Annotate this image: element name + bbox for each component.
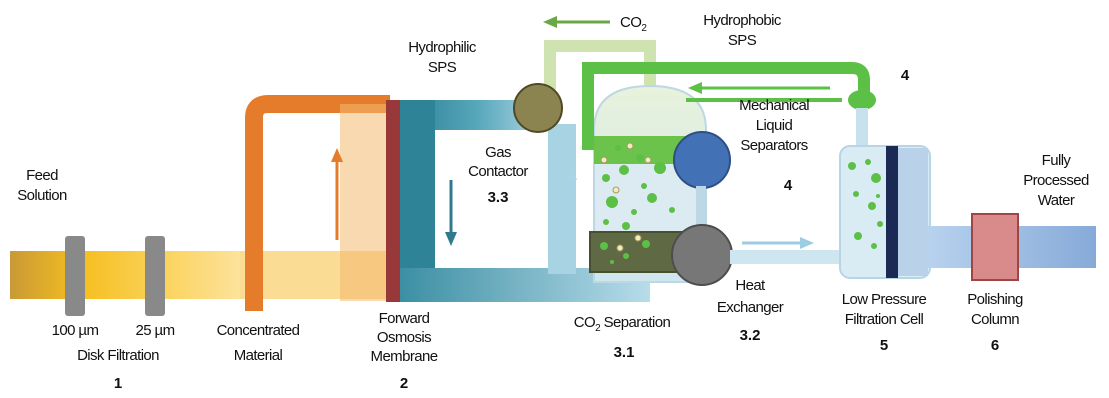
hydrophilic-sps-contactor — [513, 83, 563, 133]
forward-osmosis-label-3: Membrane — [371, 348, 438, 365]
top-separator-stem — [856, 108, 868, 150]
step-3-1-label: 3.1 — [614, 344, 635, 361]
forward-osmosis-membrane — [386, 100, 400, 302]
step-6-label: 6 — [991, 337, 999, 354]
concentrated-material-label-2: Material — [234, 347, 283, 364]
step-3-3-label: 3.3 — [488, 189, 509, 206]
co2-top-label: CO2 — [620, 14, 647, 34]
step-4-top-label: 4 — [901, 67, 910, 84]
mechanical-separators-label-1: Mechanical — [739, 97, 809, 114]
green-return-arrow-head — [688, 82, 702, 94]
disk-filtration-label: Disk Filtration — [77, 347, 159, 364]
heat-exchanger-label-1: Heat — [735, 277, 766, 294]
gas-contactor-label-1: Gas — [485, 144, 511, 161]
mechanical-liquid-separator — [673, 131, 731, 189]
hydrophilic-sps-label-2: SPS — [428, 59, 457, 76]
separator-stem — [696, 186, 706, 238]
concentrate-loop — [245, 95, 390, 300]
hydrophobic-sps-label-2: SPS — [728, 32, 757, 49]
feed-solution-label-1: Feed — [26, 167, 58, 184]
co2-separation-label: CO2 Separation — [574, 314, 671, 334]
filtration-bubbles — [848, 159, 883, 249]
low-pressure-label-2: Filtration Cell — [845, 311, 924, 328]
filter-100-label: 100 µm — [52, 322, 99, 339]
mechanical-separators-label-2: Liquid — [756, 117, 793, 134]
concentrated-material-label-1: Concentrated — [217, 322, 300, 339]
polishing-column-label-2: Column — [971, 311, 1019, 328]
polishing-column — [971, 213, 1019, 281]
step-3-2-label: 3.2 — [740, 327, 761, 344]
hydrophilic-sps-label-1: Hydrophilic — [408, 39, 477, 56]
low-pressure-label-1: Low Pressure — [842, 291, 927, 308]
filtration-membrane — [886, 146, 898, 278]
green-return-line — [686, 98, 842, 102]
forward-osmosis-label-2: Osmosis — [377, 329, 431, 346]
concentrate-arrow-head — [331, 148, 343, 162]
concentrate-loop-outlet — [245, 251, 263, 311]
disk-filter-25 — [145, 236, 165, 316]
step-2-label: 2 — [400, 375, 408, 392]
polishing-column-label-1: Polishing — [967, 291, 1023, 308]
hydrophobic-sps-pipe — [582, 62, 870, 150]
step-5-label: 5 — [880, 337, 888, 354]
fully-processed-label-3: Water — [1038, 192, 1075, 209]
gas-contactor-label-2: Contactor — [468, 163, 528, 180]
draw-arrow-head — [445, 232, 457, 246]
step-1-label: 1 — [114, 375, 122, 392]
fully-processed-label-1: Fully — [1042, 152, 1072, 169]
filtration-permeate-side — [898, 148, 928, 276]
disk-filter-100 — [65, 236, 85, 316]
co2-arrow-head — [543, 16, 557, 28]
heat-exchanger-pipe — [730, 250, 840, 264]
concentrate-shade — [340, 104, 390, 301]
return-arrow-head — [565, 166, 577, 180]
forward-osmosis-label-1: Forward — [379, 310, 430, 327]
hydrophobic-sps-label-1: Hydrophobic — [703, 12, 782, 29]
feed-solution-label-2: Solution — [17, 187, 67, 204]
tank-small-bubbles — [600, 142, 652, 252]
heat-exchanger-label-2: Exchanger — [717, 299, 784, 316]
feed-pipe — [10, 251, 250, 299]
heat-exchanger — [671, 224, 733, 286]
fully-processed-label-2: Processed — [1023, 172, 1089, 189]
mechanical-separators-label-3: Separators — [740, 137, 807, 154]
step-4-mid-label: 4 — [784, 177, 793, 194]
top-green-separator — [848, 90, 876, 110]
tank-bubbles — [600, 145, 675, 264]
heat-exchanger-arrow-head — [800, 237, 814, 249]
filter-25-label: 25 µm — [136, 322, 175, 339]
